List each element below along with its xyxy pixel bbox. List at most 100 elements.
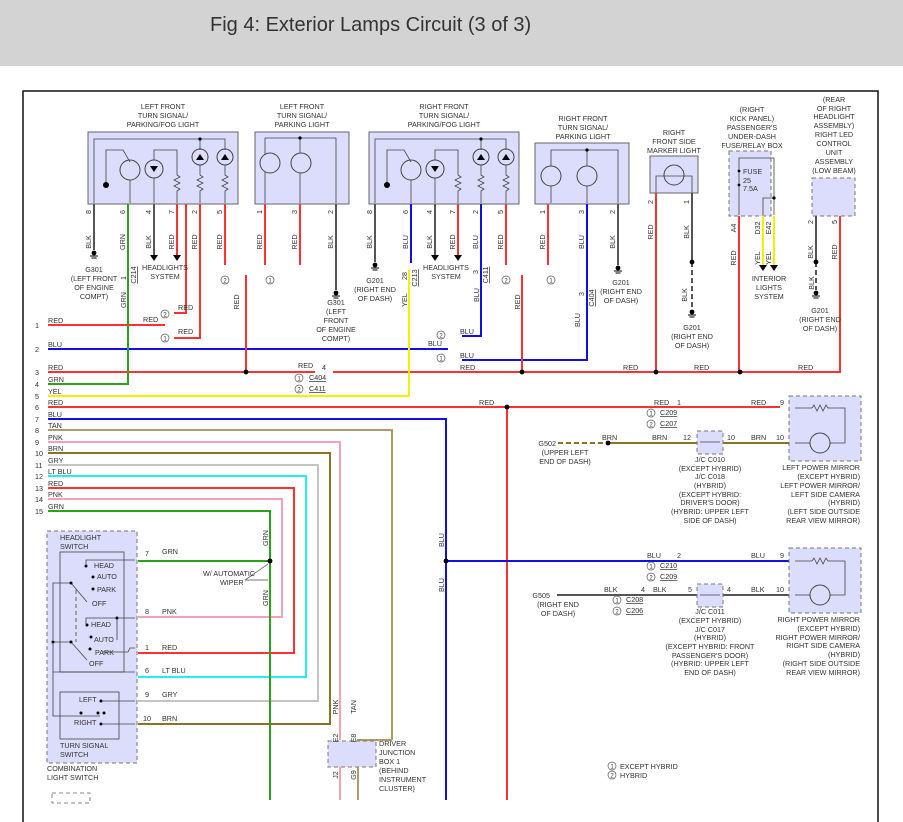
branch-marker <box>436 330 446 340</box>
left-mirror-label-4: LEFT SIDE CAMERA <box>791 490 860 499</box>
jb-pin: E8 <box>349 734 358 743</box>
wire-color-label: TAN <box>349 700 358 714</box>
connector-pin: 3 <box>471 270 480 274</box>
pin-number: 8 <box>365 210 374 214</box>
connector-id: C214 <box>129 266 138 283</box>
wire-color-label: GRN <box>118 234 127 250</box>
jc-right-label-7: (HYBRID: UPPER LEFT <box>671 659 749 668</box>
bus-wire-15 <box>48 510 271 800</box>
jc-right-label-8: END OF DASH) <box>684 668 736 677</box>
jc-pin: 4 <box>727 585 731 594</box>
jb-label-6: CLUSTER) <box>379 784 415 793</box>
wire-color-label: BLU <box>428 339 442 348</box>
ground-label: G201 <box>366 276 384 285</box>
wire-color-label: BLU <box>460 351 474 360</box>
branch-marker <box>294 373 304 383</box>
wire-color-label: BLK <box>365 235 374 249</box>
wire <box>462 204 482 337</box>
lf-fog-label-2: TURN SIGNAL/ <box>138 111 188 120</box>
branch-marker-number: 2 <box>649 575 653 581</box>
lf-park-label-1: LEFT FRONT <box>280 102 325 111</box>
switch-pos-park-b: PARK <box>95 648 114 657</box>
connector-pin: 2 <box>677 551 681 560</box>
bulb-icon <box>540 165 562 187</box>
wire-color-label: RED <box>479 398 494 407</box>
wire-color-label: YEL <box>753 251 762 265</box>
wire-color-label: RED <box>178 327 193 336</box>
headlights-system-label: SYSTEM <box>431 272 461 281</box>
pin-number: 5 <box>215 210 224 214</box>
connector-pin: 4 <box>322 363 326 372</box>
bus-wire-12 <box>48 475 307 678</box>
bus-wire-11 <box>48 464 319 702</box>
connector-pin: 3 <box>577 292 586 296</box>
branch-marker <box>612 595 622 605</box>
led-unit-label-7: UNIT <box>826 148 843 157</box>
switch-pos-head-b: HEAD <box>91 620 111 629</box>
mirror-pin: 10 <box>776 585 784 594</box>
driver-junction-box: DRIVER JUNCTION BOX 1 (BEHIND INSTRUMENT… <box>327 739 427 793</box>
jc-right-label-5: (EXCEPT HYBRID: FRONT <box>666 642 756 651</box>
bus-number: 6 <box>35 403 39 412</box>
lf-park-label-2: TURN SIGNAL/ <box>277 111 327 120</box>
bus-color-label: LT BLU <box>48 467 72 476</box>
led-unit-label-4: ASSEMBLY) <box>814 121 855 130</box>
wire-color-label: RED <box>290 234 299 249</box>
led-unit-label-6: CONTROL <box>816 139 851 148</box>
jc-right-label-4: (HYBRID) <box>694 633 726 642</box>
fuse-box-label-4: UNDER-DASH <box>728 132 776 141</box>
wire <box>174 204 187 314</box>
jc-left-label-7: (HYBRID: UPPER LEFT <box>671 507 749 516</box>
connector-pin: 1 <box>119 276 128 280</box>
left-mirror-label-3: LEFT POWER MIRROR/ <box>780 481 860 490</box>
switch-pos-head: HEAD <box>94 561 114 570</box>
pin-number: 2 <box>806 220 815 224</box>
fuse-icon <box>737 169 741 173</box>
rf-marker-label-1: RIGHT <box>663 128 686 137</box>
lf-park-label-3: PARKING LIGHT <box>275 120 331 129</box>
led-unit-label-8: ASSEMBLY <box>815 157 853 166</box>
rf-marker-label-3: MARKER LIGHT <box>647 146 702 155</box>
connector-id: C209 <box>660 408 677 417</box>
wire-color-label: RED <box>178 303 193 312</box>
arrow-icon <box>454 255 462 261</box>
bus-wire-13 <box>48 487 295 654</box>
jc-right-label-1: J/C C011 <box>695 607 724 616</box>
connector-id: C207 <box>660 419 677 428</box>
figure-title: Fig 4: Exterior Lamps Circuit (3 of 3) <box>210 14 532 36</box>
switch-pin-number: 1 <box>145 643 149 652</box>
bus-number: 4 <box>35 380 39 389</box>
wire-color-label: GRN <box>261 590 270 606</box>
diagram-frame <box>22 90 879 822</box>
ground-label: OF DASH) <box>803 324 837 333</box>
legend-marker-1: 1 <box>610 765 614 771</box>
connector-id: C411 <box>481 267 490 284</box>
led-unit-label-2: OF RIGHT <box>817 104 852 113</box>
branch-marker <box>646 572 656 582</box>
ground-label: (RIGHT END <box>354 285 396 294</box>
bus-wire-9 <box>48 441 341 740</box>
mirror-pin: 9 <box>780 551 784 560</box>
branch-marker-number: 1 <box>268 278 272 284</box>
bus-wire-7 <box>48 418 447 800</box>
ground-label: G505 <box>532 591 550 600</box>
wire-color-label: RED <box>654 398 669 407</box>
left-power-mirror: LEFT POWER MIRROR (EXCEPT HYBRID) LEFT P… <box>780 395 862 525</box>
arrow-icon <box>770 265 778 271</box>
bus-color-label: GRN <box>48 375 64 384</box>
wire-color-label: RED <box>513 294 522 309</box>
pin-number: E42 <box>764 222 773 235</box>
wiper-note-2: WIPER <box>220 578 244 587</box>
branch-marker-number: 1 <box>549 278 553 284</box>
turn-left-label: LEFT <box>79 695 97 704</box>
ground-label: (RIGHT END <box>600 287 642 296</box>
branch-marker <box>612 606 622 616</box>
wire-color-label: BLU <box>751 551 765 560</box>
bus-color-label: BLU <box>48 340 62 349</box>
branch-marker <box>646 408 656 418</box>
ground-label: G301 <box>85 265 103 274</box>
bus-color-label: RED <box>48 363 63 372</box>
connector-id: C208 <box>626 595 643 604</box>
wire-color-label: BLK <box>604 585 618 594</box>
bus-wire-14 <box>48 498 283 618</box>
